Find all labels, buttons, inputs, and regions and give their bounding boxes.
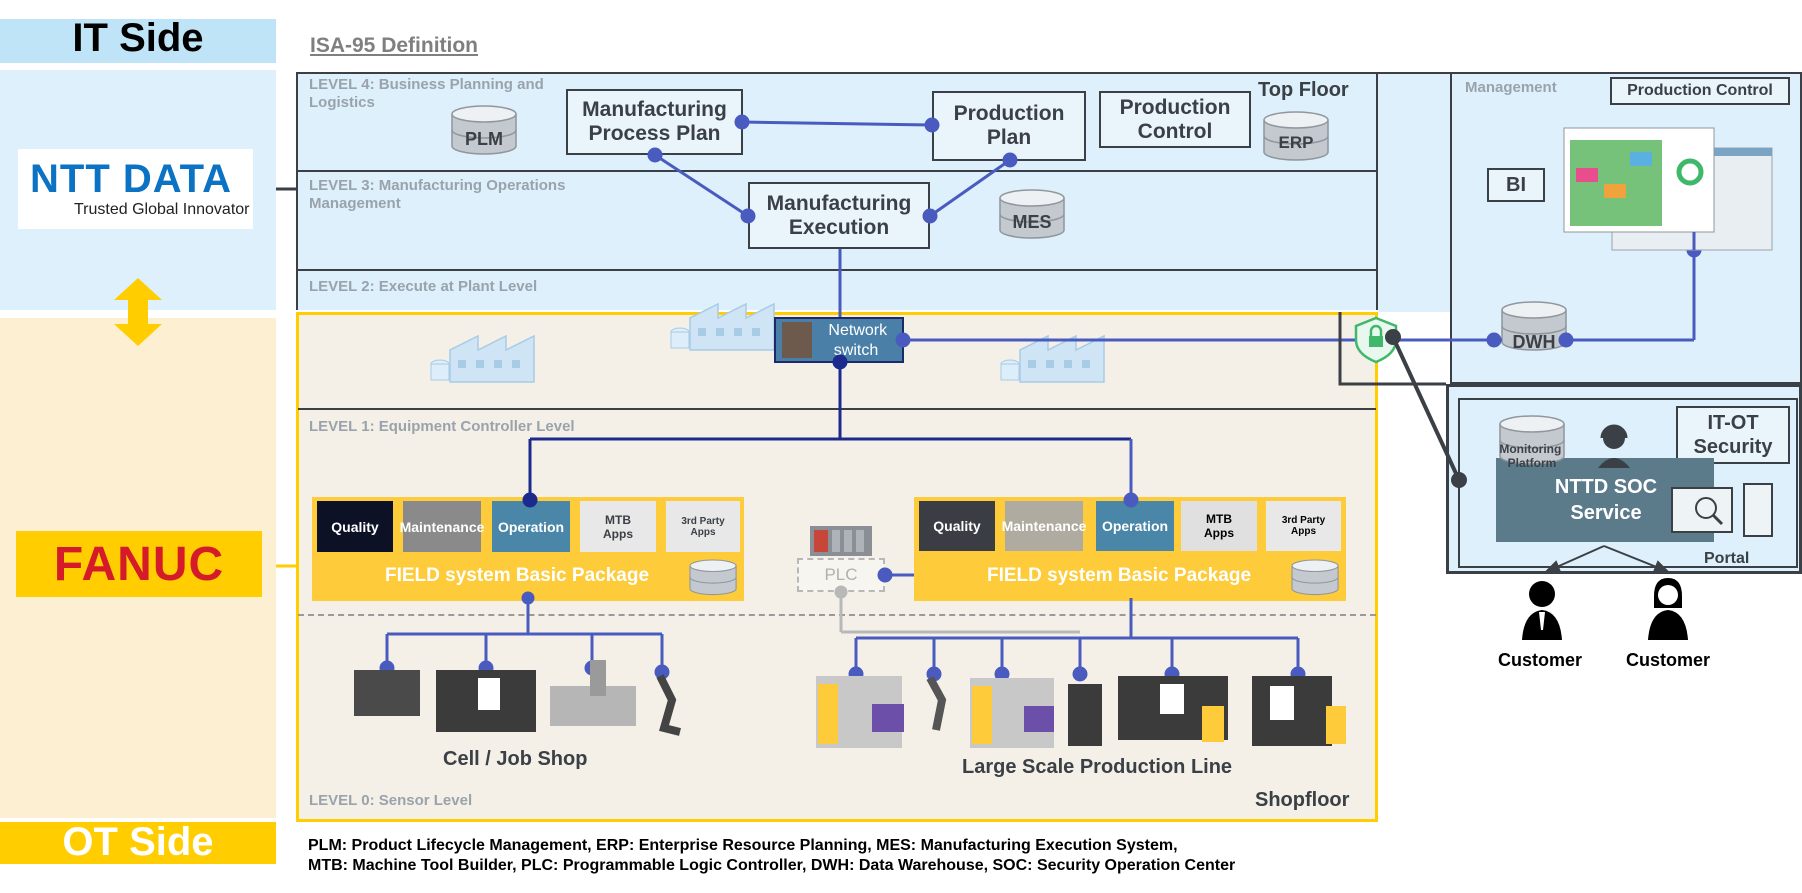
it-side-header <box>0 19 276 63</box>
portal-computer-icon <box>1671 483 1773 537</box>
right-tile-3rd-party-apps: 3rd Party Apps <box>1266 501 1341 551</box>
customer-1-icon <box>1522 581 1562 640</box>
machine-icons-line <box>816 676 1346 748</box>
divider-l4-l3 <box>296 170 1378 172</box>
plm-db-label: PLM <box>465 129 503 149</box>
left-tile-3rd-party-apps: 3rd Party Apps <box>666 501 740 552</box>
plc-label: PLC <box>824 565 858 584</box>
monitoring-platform-line1: Monitoring <box>1499 442 1561 456</box>
portal-customer-arrows <box>1543 545 1671 573</box>
ot-boundary-line <box>1338 312 1446 386</box>
cell-job-shop-label: Cell / Job Shop <box>443 748 588 770</box>
level4-label: LEVEL 4: Business Planning and Logistics <box>309 76 544 111</box>
customer-2-icon <box>1648 578 1688 640</box>
divider-l1-l0 <box>298 614 1376 616</box>
management-title: Management <box>1465 79 1557 96</box>
divider-l3-l2 <box>296 269 1378 271</box>
ot-side-header <box>0 822 276 864</box>
top-floor-label: Top Floor <box>1258 79 1349 101</box>
it-connectors <box>647 114 1018 318</box>
manufacturing-process-plan-box: Manufacturing Process Plan <box>566 89 743 155</box>
footnote-line-2: MTB: Machine Tool Builder, PLC: Programm… <box>308 857 1236 874</box>
security-title: IT-OT Security <box>1676 406 1790 464</box>
production-control-box: Production Control <box>1099 91 1251 148</box>
factory-icon-3 <box>1000 335 1105 383</box>
fanuc-logo-name: FANUC <box>53 537 225 591</box>
right-tile-quality: Quality <box>919 501 995 551</box>
mes-db-label: MES <box>1012 212 1051 232</box>
monitoring-platform-label: Monitoring Platform <box>1499 442 1564 470</box>
portal-label: Portal <box>1704 550 1750 567</box>
right-package-title: FIELD system Basic Package <box>914 556 1324 596</box>
isa95-title: ISA-95 Definition <box>310 34 479 57</box>
level3-label: LEVEL 3: Manufacturing Operations Manage… <box>309 177 566 212</box>
left-package-db-icon <box>689 559 737 596</box>
level1-label: LEVEL 1: Equipment Controller Level <box>309 418 575 435</box>
bi-box: BI <box>1487 168 1545 202</box>
customer-1-label: Customer <box>1497 650 1582 670</box>
factory-icon-2 <box>670 303 775 351</box>
headset-operator-icon <box>1598 424 1630 468</box>
left-tile-operation: Operation <box>492 501 570 552</box>
switch-hardware-icon <box>782 322 812 358</box>
soc-service-label: NTTD SOC Service <box>1554 476 1658 524</box>
bi-dashboard-screens <box>1563 127 1773 251</box>
nttdata-logo-tagline: Trusted Global Innovator <box>74 201 250 218</box>
footnote-line-1: PLM: Product Lifecycle Management, ERP: … <box>308 837 1178 854</box>
plc-hardware-icon <box>810 526 872 556</box>
large-scale-line-label: Large Scale Production Line <box>962 756 1233 778</box>
network-switch-label: Network switch <box>828 322 891 359</box>
level2-label: LEVEL 2: Execute at Plant Level <box>309 278 538 295</box>
machine-icons-cell <box>354 660 681 736</box>
right-package-db-icon <box>1291 559 1339 596</box>
plc-connector <box>834 585 1080 634</box>
monitoring-platform-line2: Platform <box>1508 456 1557 470</box>
left-tile-mtb-apps: MTB Apps <box>580 501 656 552</box>
shopfloor-label: Shopfloor <box>1255 789 1350 811</box>
level0-label: LEVEL 0: Sensor Level <box>309 792 473 809</box>
ot-side-label: OT Side <box>62 820 214 864</box>
customer-2-label: Customer <box>1625 650 1710 670</box>
erp-db-label: ERP <box>1279 133 1314 152</box>
security-link-line <box>1385 329 1467 488</box>
network-switch-line1: Network <box>828 322 888 339</box>
ot-main-connectors <box>522 354 1131 508</box>
left-tile-quality: Quality <box>317 501 393 552</box>
right-tile-maintenance: Maintenance <box>1002 501 1086 551</box>
nttdata-logo-name: NTT DATA <box>30 157 233 201</box>
right-tile-mtb-apps: MTB Apps <box>1181 501 1257 551</box>
it-right-connector-area <box>1378 72 1450 312</box>
it-side-label: IT Side <box>72 16 204 60</box>
production-plan-box: Production Plan <box>932 91 1086 161</box>
management-production-control: Production Control <box>1610 77 1790 105</box>
fanuc-logo: FANUC <box>16 531 262 597</box>
dwh-db-label: DWH <box>1513 332 1556 352</box>
right-tile-operation: Operation <box>1096 501 1174 551</box>
factory-icon-1 <box>430 335 535 383</box>
left-tile-maintenance: Maintenance <box>400 501 484 552</box>
divider-l2-l1 <box>298 408 1376 410</box>
network-switch-line2: switch <box>834 342 878 359</box>
updown-arrow-icon <box>114 278 162 346</box>
left-package-title: FIELD system Basic Package <box>312 556 722 596</box>
nttdata-logo: NTT DATA Trusted Global Innovator <box>18 149 253 229</box>
